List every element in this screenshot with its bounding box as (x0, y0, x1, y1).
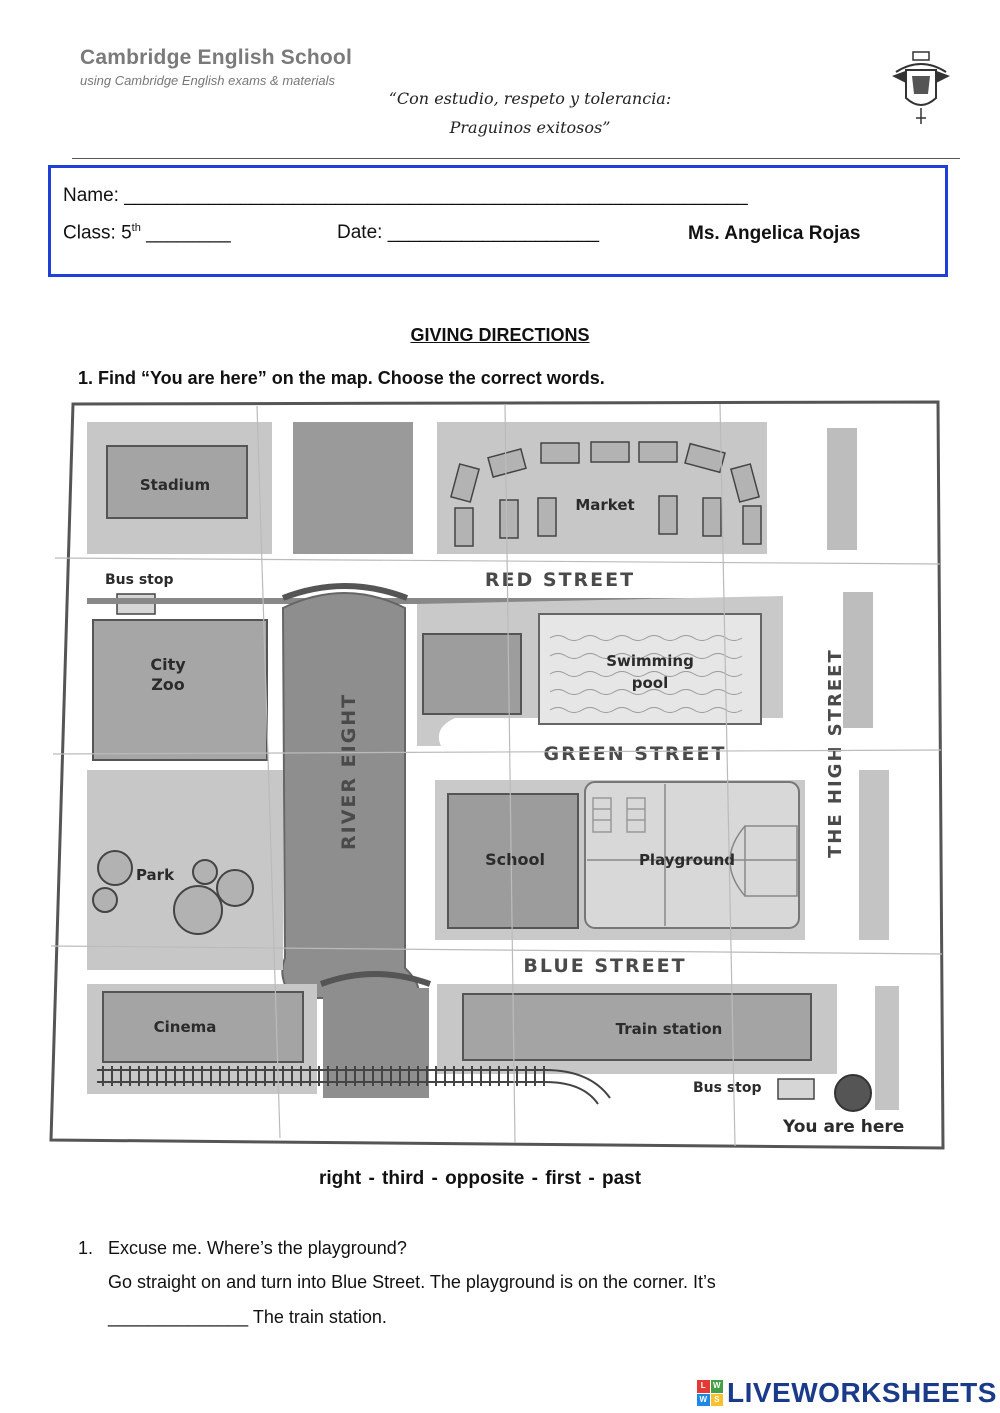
city-zoo (92, 619, 268, 761)
worksheet-title: GIVING DIRECTIONS (410, 325, 590, 345)
school-subtitle: using Cambridge English exams & material… (80, 73, 336, 88)
cinema-building (102, 991, 304, 1063)
badge-w1: W (710, 1380, 723, 1393)
town-map: Stadium Market Bus stop RED STREET City … (49, 400, 945, 1150)
date-field[interactable]: Date: ____________________ (337, 222, 600, 243)
school-building (447, 793, 579, 929)
blue-street-label: BLUE STREET (523, 955, 686, 977)
class-label: Class: 5 (63, 222, 132, 244)
swimming-pool (538, 613, 762, 725)
stadium-building (106, 445, 248, 519)
bus-stop-bottom (777, 1078, 815, 1100)
train-station-label: Train station (616, 1020, 723, 1038)
park-label: Park (136, 866, 175, 884)
motto-line-2: Praguinos exitosos” (449, 118, 611, 137)
liveworksheets-logo: L W W S LIVEWORKSHEETS (697, 1377, 997, 1409)
class-sup: th (131, 222, 141, 234)
teacher-name: Ms. Angelica Rojas (688, 223, 861, 244)
class-blank: ________ (140, 222, 231, 244)
swimming-label-2: pool (632, 674, 669, 692)
river-top (293, 422, 413, 554)
bus-stop-bottom-label: Bus stop (693, 1080, 762, 1096)
hopscotch-icon (592, 797, 646, 833)
train-station-building (462, 993, 812, 1061)
question-answer-line-1: Go straight on and turn into Blue Street… (108, 1272, 716, 1292)
building-block (422, 633, 522, 715)
zoo-label-2: Zoo (151, 675, 185, 694)
badge-l: L (697, 1380, 710, 1393)
green-street-label: GREEN STREET (544, 743, 727, 765)
header-divider (72, 158, 960, 159)
liveworksheets-badge-icon: L W W S (697, 1380, 723, 1406)
student-info-box (48, 165, 948, 277)
bridge-bottom (319, 971, 432, 987)
high-street-label: THE HIGH STREET (825, 648, 846, 858)
railway-track (97, 1069, 611, 1105)
question-answer-blank[interactable]: ______________ The train station. (108, 1307, 387, 1327)
market-label: Market (575, 496, 634, 514)
liveworksheets-text: LIVEWORKSHEETS (727, 1377, 997, 1408)
school-name: Cambridge English School (80, 46, 352, 69)
school-label: School (485, 850, 545, 869)
bus-stop-top-label: Bus stop (105, 572, 174, 588)
you-are-here-marker (834, 1074, 872, 1112)
swimming-label-1: Swimming (606, 652, 694, 670)
park-trees (92, 850, 254, 935)
bridge-top (281, 583, 409, 601)
map-folds (50, 403, 943, 1147)
market-stalls (450, 441, 762, 547)
you-are-here-label: You are here (782, 1117, 904, 1137)
instruction: 1. Find “You are here” on the map. Choos… (78, 368, 605, 388)
motto-line-1: “Con estudio, respeto y tolerancia: (388, 89, 672, 108)
question-number: 1. (78, 1238, 94, 1258)
name-field[interactable]: Name: __________________________________… (63, 185, 748, 206)
class-field[interactable]: Class: 5th ________ (63, 222, 231, 244)
zoo-label-1: City (150, 655, 186, 674)
railway-ties (102, 1066, 545, 1086)
pool-waves (549, 635, 743, 713)
question-text: Excuse me. Where’s the playground? (108, 1238, 407, 1258)
badge-w2: W (697, 1393, 710, 1406)
badge-s: S (710, 1393, 723, 1406)
red-street-label: RED STREET (485, 569, 635, 591)
playground-label: Playground (639, 851, 735, 869)
stadium-label: Stadium (140, 476, 210, 494)
word-bank: right - third - opposite - first - past (318, 1168, 642, 1189)
cinema-label: Cinema (154, 1018, 217, 1036)
river-label: RIVER EIGHT (338, 693, 360, 850)
school-crest-icon (892, 51, 950, 124)
